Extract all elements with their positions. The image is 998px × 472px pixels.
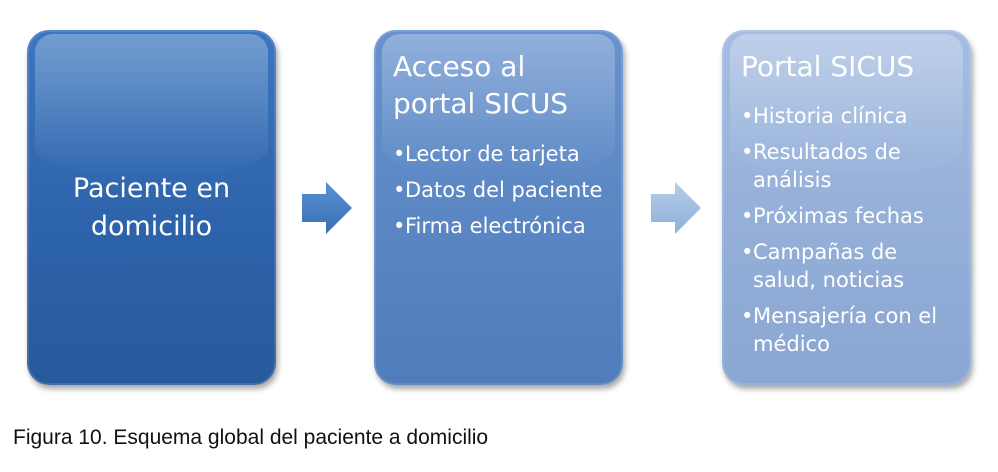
list-item: •Campañas de salud, noticias <box>741 240 905 292</box>
list-item: •Resultados de análisis <box>741 140 901 192</box>
figure-caption: Figura 10. Esquema global del paciente a… <box>13 426 489 449</box>
right-arrow-icon <box>302 182 352 234</box>
step-box-label: Paciente en domicilio <box>72 172 231 242</box>
right-arrow-icon <box>651 182 701 234</box>
list-item: •Datos del paciente <box>393 178 603 202</box>
list-item: •Mensajería con el médico <box>741 304 938 356</box>
list-item: •Firma electrónica <box>393 214 586 238</box>
step-box-patient-home: Paciente en domicilio <box>27 30 276 385</box>
list-item: •Lector de tarjeta <box>393 142 580 166</box>
step-box-bullet-list: •Historia clínica •Resultados de análisi… <box>741 102 966 366</box>
step-box-portal-sicus: Portal SICUS •Historia clínica •Resultad… <box>722 30 971 385</box>
list-item: •Historia clínica <box>741 104 908 128</box>
list-item: •Próximas fechas <box>741 204 924 228</box>
step-box-title: Acceso al portal SICUS <box>393 50 569 120</box>
step-box-title: Portal SICUS <box>741 50 915 83</box>
step-box-bullet-list: •Lector de tarjeta •Datos del paciente •… <box>393 140 618 248</box>
step-box-portal-access: Acceso al portal SICUS •Lector de tarjet… <box>374 30 623 385</box>
